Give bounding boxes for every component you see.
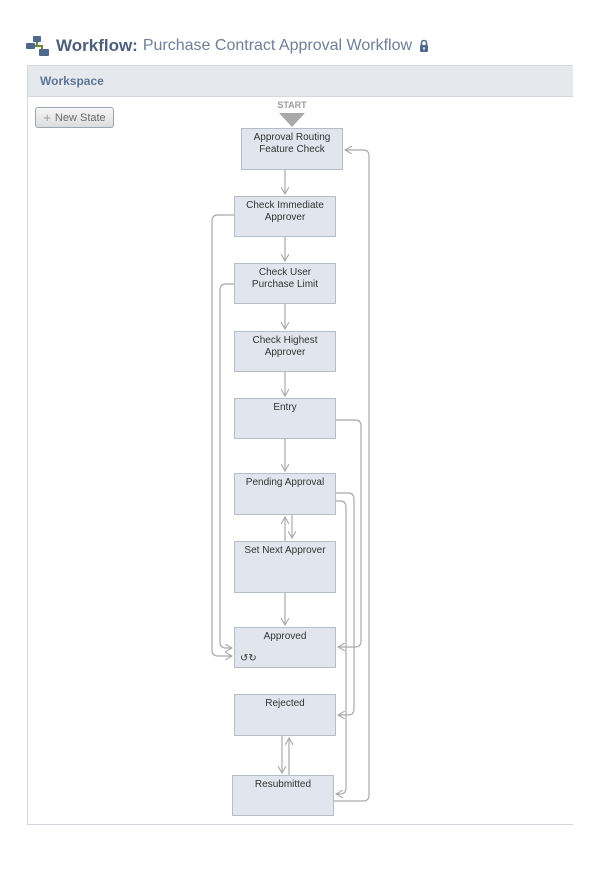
state-check-highest-approver[interactable]: Check Highest Approver — [234, 331, 336, 372]
state-approved-label: Approved — [263, 631, 307, 642]
loop-icon: ↺↻ — [240, 653, 257, 664]
start-arrow-icon — [279, 113, 305, 127]
workflow-icon — [26, 36, 49, 56]
workspace-header: Workspace — [28, 66, 573, 97]
connector-entry-approved — [336, 419, 362, 647]
connector-immediate-approved — [211, 214, 234, 656]
connector-resubmitted-routing — [334, 150, 370, 802]
lock-icon[interactable] — [419, 39, 429, 53]
connector-limit-approved — [219, 283, 234, 648]
state-check-immediate-approver[interactable]: Check Immediate Approver — [234, 196, 336, 237]
connector-pending-resubmitted — [336, 500, 347, 794]
state-pending-approval[interactable]: Pending Approval — [234, 473, 336, 515]
workspace-title: Workspace — [40, 74, 104, 88]
state-check-user-purchase-limit[interactable]: Check User Purchase Limit — [234, 263, 336, 304]
state-approved[interactable]: Approved ↺↻ — [234, 627, 336, 668]
connector-pending-rejected — [336, 492, 355, 715]
new-state-label: New State — [54, 111, 106, 124]
state-approval-routing[interactable]: Approval Routing Feature Check — [241, 128, 343, 170]
workflow-header: Workflow: Purchase Contract Approval Wor… — [26, 34, 429, 58]
start-label: START — [277, 100, 307, 110]
workflow-label: Workflow: — [56, 36, 138, 55]
workflow-name: Purchase Contract Approval Workflow — [142, 37, 413, 54]
state-rejected[interactable]: Rejected — [234, 694, 336, 736]
new-state-button[interactable]: + New State — [35, 107, 114, 128]
state-entry[interactable]: Entry — [234, 398, 336, 439]
state-set-next-approver[interactable]: Set Next Approver — [234, 541, 336, 593]
plus-icon: + — [43, 110, 51, 125]
state-resubmitted[interactable]: Resubmitted — [232, 775, 334, 816]
